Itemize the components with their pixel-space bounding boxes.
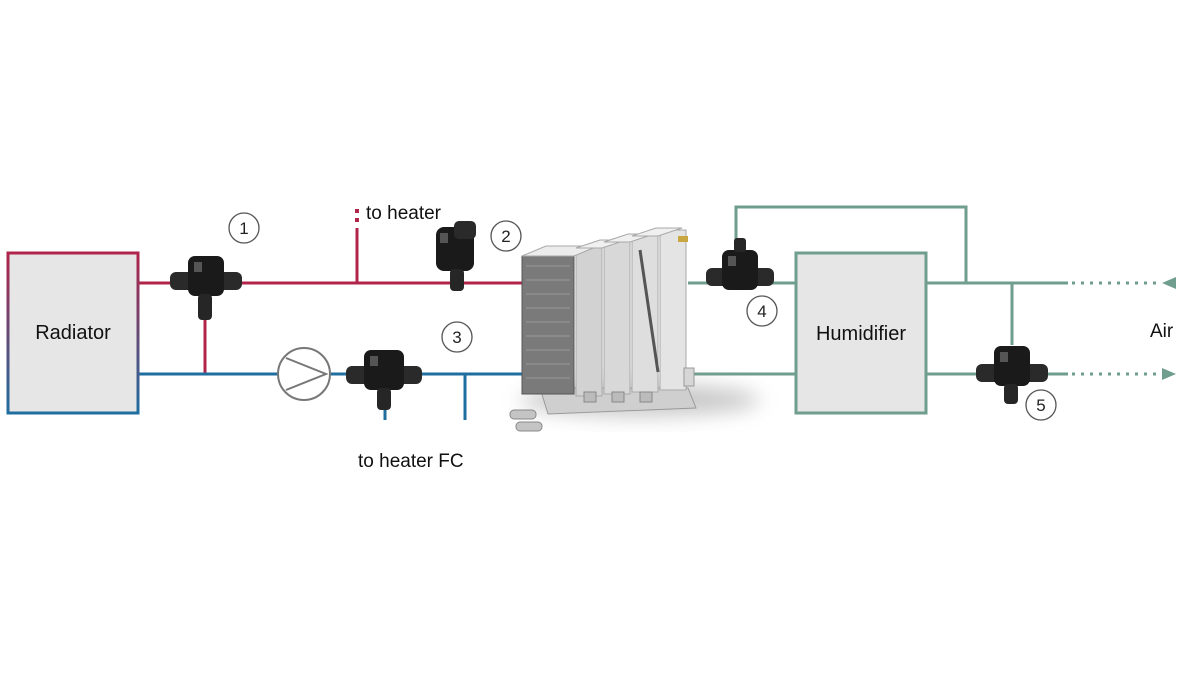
valve-number-5: 5	[1025, 389, 1057, 421]
cold-coolant-lines	[138, 372, 524, 420]
to-heater-dotted-end	[355, 209, 359, 222]
svg-text:5: 5	[1036, 396, 1045, 415]
svg-text:2: 2	[501, 227, 510, 246]
humidifier-label: Humidifier	[816, 323, 906, 345]
pump-icon	[277, 347, 331, 401]
air-dotted-lines	[1072, 281, 1162, 376]
to-heater-label: to heater	[366, 203, 442, 224]
valve-4-icon	[706, 238, 774, 290]
valve-1-icon	[170, 256, 242, 320]
valve-number-4: 4	[746, 295, 778, 327]
valve-number-1: 1	[228, 212, 260, 244]
svg-text:4: 4	[757, 302, 766, 321]
valve-number-2: 2	[490, 220, 522, 252]
air-label: Air	[1150, 321, 1174, 342]
radiator-box: Radiator	[6, 251, 140, 415]
svg-text:1: 1	[239, 219, 248, 238]
valve-5-icon	[976, 346, 1048, 404]
valve-number-3: 3	[441, 321, 473, 353]
humidifier-box: Humidifier	[794, 251, 928, 415]
to-heater-fc-label: to heater FC	[358, 451, 464, 472]
valve-3-icon	[346, 350, 422, 410]
fuel-cell-stack-icon	[509, 227, 760, 432]
air-outlet-arrow	[1162, 368, 1176, 380]
radiator-label: Radiator	[35, 322, 111, 344]
air-inlet-arrow	[1162, 277, 1176, 289]
valve-2-icon	[436, 221, 476, 291]
svg-text:3: 3	[452, 328, 461, 347]
